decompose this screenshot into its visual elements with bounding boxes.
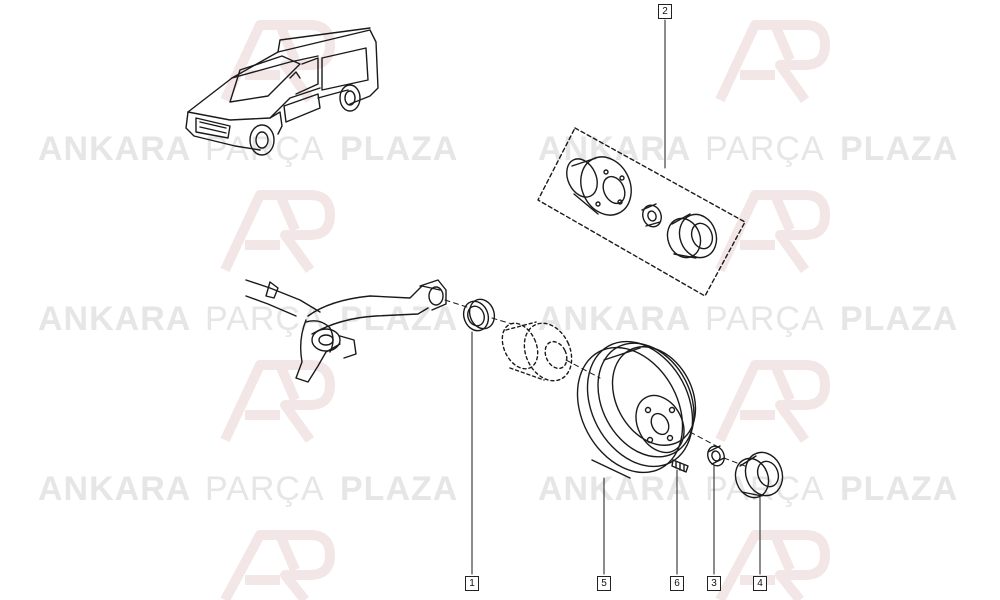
callout-4: 4 <box>753 576 767 591</box>
watermark-word: PLAZA <box>840 130 959 168</box>
watermark-logo <box>220 530 335 600</box>
rear-axle-arm <box>245 279 447 383</box>
watermark-row: ANKARA PARÇA PLAZA ANKARA PARÇA PLAZA <box>0 130 1000 170</box>
watermark-word: ANKARA <box>38 300 192 338</box>
brake-drum-part-5 <box>576 340 697 479</box>
watermark-word: PLAZA <box>840 470 959 508</box>
watermark-row: ANKARA PARÇA PLAZA ANKARA PARÇA PLAZA <box>0 470 1000 510</box>
leader-lines <box>471 19 761 575</box>
watermark-word: PARÇA <box>205 470 325 508</box>
watermark-logo <box>715 360 830 443</box>
kit-nut <box>641 203 662 228</box>
watermark-word: PLAZA <box>840 300 959 338</box>
watermark-word: PLAZA <box>340 470 459 508</box>
callout-1: 1 <box>465 576 479 591</box>
watermark-word: ANKARA <box>538 300 692 338</box>
watermark-word: PARÇA <box>705 300 825 338</box>
watermark-word: PLAZA <box>340 300 459 338</box>
bearing-part-4 <box>734 451 784 499</box>
kit-bearing <box>666 213 718 259</box>
hub-center <box>501 321 573 382</box>
watermark-word: ANKARA <box>38 470 192 508</box>
watermark-word: ANKARA <box>538 470 692 508</box>
watermark-logo <box>220 190 335 273</box>
watermark-word: PARÇA <box>205 130 325 168</box>
bearing-part-1 <box>462 298 496 332</box>
watermark-word: PARÇA <box>705 130 825 168</box>
van-illustration <box>185 27 379 156</box>
callout-2: 2 <box>658 4 672 19</box>
wheel-stud-part-6 <box>671 459 689 473</box>
watermark-word: PARÇA <box>205 300 325 338</box>
hub-nut-part-3 <box>707 445 725 467</box>
callout-3: 3 <box>707 576 721 591</box>
watermark-row: ANKARA PARÇA PLAZA ANKARA PARÇA PLAZA <box>0 300 1000 340</box>
watermark-logo <box>715 20 830 103</box>
watermark-word: PLAZA <box>340 130 459 168</box>
watermark-logo <box>220 20 335 103</box>
watermark-word: ANKARA <box>38 130 192 168</box>
callout-5: 5 <box>597 576 611 591</box>
watermark-word: PARÇA <box>705 470 825 508</box>
kit-hub <box>566 156 632 216</box>
axis-line <box>444 299 746 467</box>
callout-6: 6 <box>670 576 684 591</box>
watermark-logo <box>715 190 830 273</box>
hub-kit-box <box>537 127 746 297</box>
